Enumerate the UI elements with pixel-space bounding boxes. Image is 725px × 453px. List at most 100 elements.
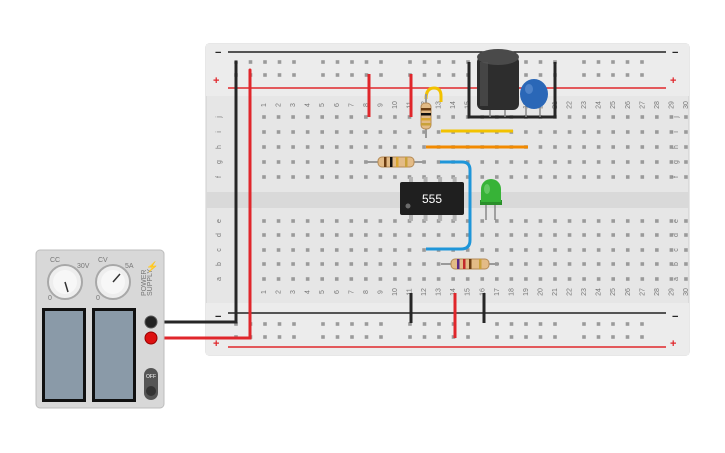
breadboard-hole[interactable] <box>320 233 324 237</box>
breadboard-hole[interactable] <box>640 277 645 281</box>
breadboard-hole[interactable] <box>320 115 324 119</box>
rail-hole[interactable] <box>335 73 340 77</box>
breadboard-hole[interactable] <box>349 130 354 134</box>
breadboard-hole[interactable] <box>567 130 572 134</box>
rail-hole[interactable] <box>582 73 586 77</box>
rail-hole[interactable] <box>437 335 441 339</box>
breadboard-hole[interactable] <box>684 145 688 149</box>
rail-hole[interactable] <box>524 335 528 339</box>
rail-hole[interactable] <box>437 73 441 77</box>
breadboard-hole[interactable] <box>495 277 499 281</box>
breadboard-hole[interactable] <box>451 233 455 237</box>
breadboard-hole[interactable] <box>567 248 572 252</box>
breadboard-hole[interactable] <box>320 219 324 223</box>
breadboard-hole[interactable] <box>611 233 615 237</box>
breadboard-hole[interactable] <box>349 115 354 119</box>
breadboard-hole[interactable] <box>655 219 659 223</box>
breadboard-hole[interactable] <box>596 115 601 119</box>
breadboard-hole[interactable] <box>582 262 586 266</box>
positive-terminal[interactable] <box>144 331 158 345</box>
rail-hole[interactable] <box>248 60 253 64</box>
breadboard-hole[interactable] <box>305 277 310 281</box>
breadboard-hole[interactable] <box>305 219 310 223</box>
breadboard-hole[interactable] <box>407 262 412 266</box>
breadboard-hole[interactable] <box>553 277 557 281</box>
rail-hole[interactable] <box>422 322 427 326</box>
breadboard-hole[interactable] <box>262 233 266 237</box>
rail-hole[interactable] <box>524 322 528 326</box>
rail-hole[interactable] <box>524 73 528 77</box>
breadboard-hole[interactable] <box>655 115 659 119</box>
breadboard-hole[interactable] <box>509 160 514 164</box>
rail-hole[interactable] <box>364 335 369 339</box>
breadboard-hole[interactable] <box>655 233 659 237</box>
breadboard-hole[interactable] <box>596 145 601 149</box>
breadboard-hole[interactable] <box>524 233 528 237</box>
rail-hole[interactable] <box>596 322 601 326</box>
rail-hole[interactable] <box>263 73 267 77</box>
breadboard-hole[interactable] <box>378 145 383 149</box>
breadboard-hole[interactable] <box>320 262 324 266</box>
rail-hole[interactable] <box>524 60 528 64</box>
breadboard-hole[interactable] <box>611 175 615 179</box>
breadboard-hole[interactable] <box>320 145 324 149</box>
breadboard-hole[interactable] <box>262 219 266 223</box>
breadboard-hole[interactable] <box>364 175 368 179</box>
breadboard-hole[interactable] <box>291 277 295 281</box>
breadboard-hole[interactable] <box>669 248 674 252</box>
breadboard-hole[interactable] <box>334 130 339 134</box>
breadboard-hole[interactable] <box>349 233 354 237</box>
breadboard-hole[interactable] <box>320 277 324 281</box>
breadboard-hole[interactable] <box>553 175 557 179</box>
wire-blue-jumper[interactable] <box>426 160 472 251</box>
rail-hole[interactable] <box>625 60 630 64</box>
breadboard-hole[interactable] <box>611 219 615 223</box>
breadboard-hole[interactable] <box>364 248 368 252</box>
breadboard-hole[interactable] <box>422 145 426 149</box>
breadboard-hole[interactable] <box>625 277 630 281</box>
breadboard-hole[interactable] <box>640 248 645 252</box>
breadboard-hole[interactable] <box>334 219 339 223</box>
breadboard-hole[interactable] <box>567 115 572 119</box>
breadboard-hole[interactable] <box>625 248 630 252</box>
breadboard-hole[interactable] <box>553 219 557 223</box>
rail-hole[interactable] <box>350 60 354 64</box>
breadboard-hole[interactable] <box>378 175 383 179</box>
breadboard-hole[interactable] <box>291 262 295 266</box>
breadboard-hole[interactable] <box>291 219 295 223</box>
breadboard-hole[interactable] <box>625 130 630 134</box>
breadboard-hole[interactable] <box>276 160 281 164</box>
rail-hole[interactable] <box>538 322 543 326</box>
breadboard-hole[interactable] <box>364 277 368 281</box>
breadboard-hole[interactable] <box>451 277 455 281</box>
wire-yellow-jumper[interactable] <box>424 86 443 102</box>
breadboard-hole[interactable] <box>640 130 645 134</box>
breadboard-hole[interactable] <box>334 248 339 252</box>
breadboard-hole[interactable] <box>655 262 659 266</box>
breadboard-hole[interactable] <box>524 219 528 223</box>
breadboard-hole[interactable] <box>407 248 412 252</box>
rail-hole[interactable] <box>321 73 325 77</box>
breadboard-hole[interactable] <box>596 262 601 266</box>
rail-hole[interactable] <box>292 335 296 339</box>
rail-hole[interactable] <box>422 335 427 339</box>
breadboard-hole[interactable] <box>582 277 586 281</box>
breadboard-hole[interactable] <box>495 248 499 252</box>
rail-hole[interactable] <box>611 322 615 326</box>
breadboard-hole[interactable] <box>305 160 310 164</box>
rail-hole[interactable] <box>596 60 601 64</box>
breadboard-hole[interactable] <box>276 262 281 266</box>
breadboard-hole[interactable] <box>407 130 412 134</box>
breadboard-hole[interactable] <box>407 277 412 281</box>
breadboard-hole[interactable] <box>378 130 383 134</box>
breadboard-hole[interactable] <box>625 160 630 164</box>
breadboard-hole[interactable] <box>538 262 543 266</box>
breadboard-hole[interactable] <box>364 145 368 149</box>
rail-hole[interactable] <box>263 60 267 64</box>
breadboard-hole[interactable] <box>684 262 688 266</box>
breadboard-hole[interactable] <box>625 145 630 149</box>
breadboard-hole[interactable] <box>684 160 688 164</box>
breadboard-hole[interactable] <box>291 248 295 252</box>
rail-hole[interactable] <box>553 335 557 339</box>
rail-hole[interactable] <box>350 73 354 77</box>
